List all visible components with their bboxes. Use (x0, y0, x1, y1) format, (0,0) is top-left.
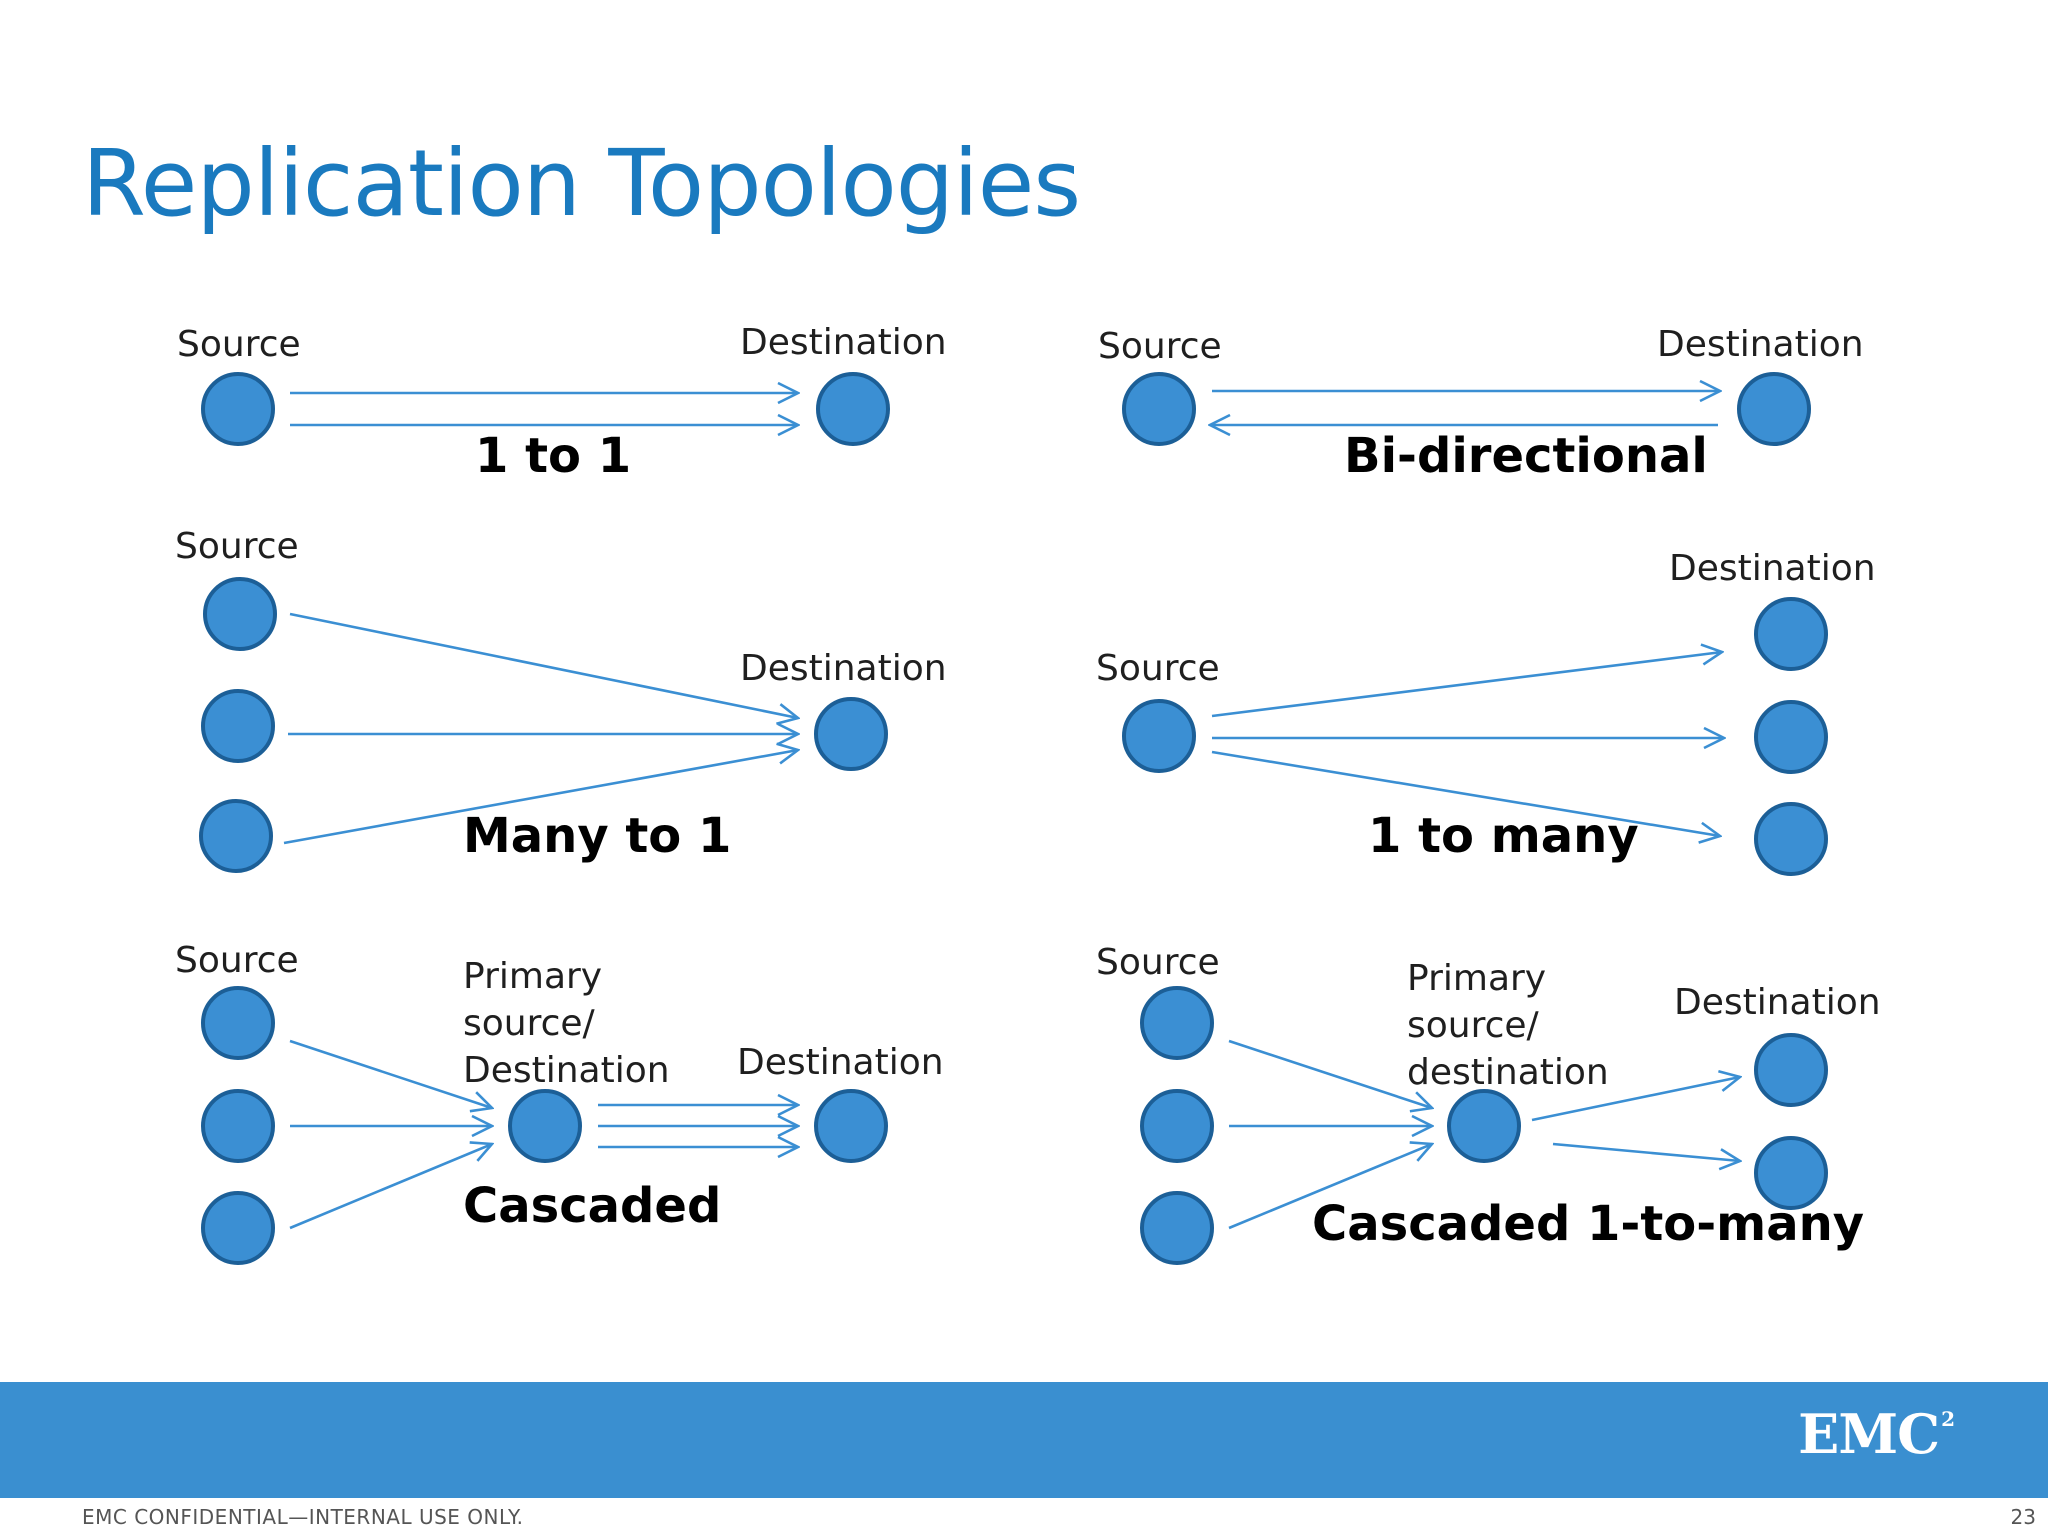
replication-arrow (1552, 1142, 1740, 1161)
destination-node (1754, 700, 1828, 774)
topology-caption: Cascaded (463, 1178, 721, 1234)
destination-node (816, 372, 890, 446)
panel-many-to-one: Source Destination Many to 1 (175, 526, 947, 873)
primary-label-line: Destination (463, 1050, 670, 1091)
panel-cascaded-one-to-many: Source Primary source/ destination Desti… (1096, 942, 1881, 1265)
source-node (201, 372, 275, 446)
source-label: Source (1096, 648, 1220, 689)
primary-label-line: destination (1407, 1052, 1609, 1093)
destination-node (1754, 1033, 1828, 1107)
source-node (1140, 1089, 1214, 1163)
source-node (1140, 986, 1214, 1060)
source-node (199, 799, 273, 873)
replication-arrow (289, 1039, 492, 1108)
source-node (1122, 699, 1196, 773)
replication-arrow (289, 612, 798, 718)
source-node (203, 577, 277, 651)
primary-label-line: source/ (463, 1003, 596, 1044)
destination-node (1754, 1136, 1828, 1210)
destination-label: Destination (1669, 548, 1876, 589)
replication-arrow (289, 1144, 492, 1230)
topology-caption: 1 to 1 (475, 428, 631, 484)
source-label: Source (175, 940, 299, 981)
topology-caption: Cascaded 1-to-many (1312, 1196, 1864, 1252)
source-node (201, 689, 275, 763)
replication-arrow (1228, 1039, 1432, 1108)
destination-label: Destination (1674, 982, 1881, 1023)
logo-superscript: 2 (1941, 1407, 1955, 1431)
panel-bidirectional: Source Destination Bi-directional (1098, 324, 1864, 484)
slide-title: Replication Topologies (82, 130, 1081, 237)
source-node (1140, 1191, 1214, 1265)
source-label: Source (175, 526, 299, 567)
primary-label-line: source/ (1407, 1005, 1540, 1046)
replication-arrow (1531, 1077, 1740, 1122)
source-node (1122, 372, 1196, 446)
destination-label: Destination (740, 648, 947, 689)
replication-arrow (1211, 750, 1720, 836)
destination-node (814, 697, 888, 771)
confidentiality-notice: EMC CONFIDENTIAL—INTERNAL USE ONLY. (82, 1505, 524, 1529)
topology-caption: 1 to many (1368, 808, 1639, 864)
primary-label-line: Primary (1407, 958, 1546, 999)
replication-arrow (1228, 1144, 1432, 1230)
source-node (201, 1191, 275, 1265)
primary-node (1447, 1089, 1521, 1163)
logo-text: EMC (1798, 1402, 1940, 1466)
source-node (201, 1089, 275, 1163)
source-label: Source (1098, 326, 1222, 367)
primary-node (508, 1089, 582, 1163)
destination-node (1737, 372, 1811, 446)
source-label: Source (1096, 942, 1220, 983)
primary-label-line: Primary (463, 956, 602, 997)
destination-node (814, 1089, 888, 1163)
destination-label: Destination (737, 1042, 944, 1083)
destination-label: Destination (1657, 324, 1864, 365)
panel-one-to-one: Source Destination 1 to 1 (177, 322, 947, 484)
topology-caption: Many to 1 (463, 808, 731, 864)
source-label: Source (177, 324, 301, 365)
source-node (201, 986, 275, 1060)
destination-node (1754, 597, 1828, 671)
destination-node (1754, 802, 1828, 876)
panel-cascaded: Source Primary source/ Destination Desti… (175, 940, 944, 1265)
replication-arrow (1211, 652, 1722, 718)
replication-arrow (283, 750, 798, 845)
panel-one-to-many: Destination Source 1 to many (1096, 548, 1876, 876)
topology-caption: Bi-directional (1344, 428, 1708, 484)
page-number: 23 (2010, 1505, 2036, 1529)
destination-label: Destination (740, 322, 947, 363)
